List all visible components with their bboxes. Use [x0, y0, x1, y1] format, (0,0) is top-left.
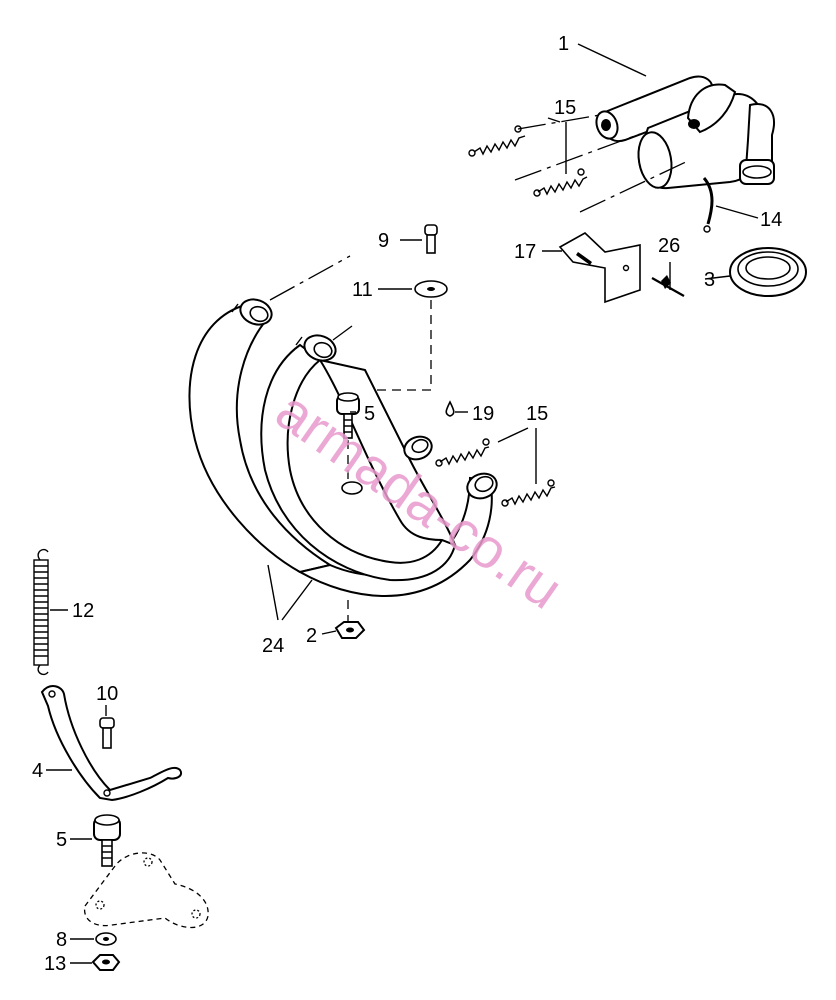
callout-9: 9 [378, 230, 389, 252]
callout-4: 4 [32, 760, 43, 782]
spring-mid-left [435, 438, 490, 467]
spring-upper-left [468, 125, 526, 157]
callout-2: 2 [306, 625, 317, 647]
bolt-part-10 [99, 717, 115, 749]
leader-dashed [517, 114, 601, 130]
assembly-line-dashed [348, 300, 432, 391]
callout-19: 19 [472, 403, 494, 425]
rubber-mount-part-5-lower [93, 814, 121, 867]
muffler-assembly [595, 75, 775, 190]
spring-upper-right [533, 168, 588, 197]
callout-8: 8 [56, 929, 67, 951]
leader-dashed [269, 255, 351, 301]
callout-3: 3 [704, 269, 715, 291]
wire-part-14 [702, 177, 714, 225]
mounting-plate-dashed [83, 852, 209, 929]
callout-5-upper: 5 [364, 403, 375, 425]
callout-17: 17 [514, 241, 536, 263]
callout-12: 12 [72, 600, 94, 622]
bracket-part-17 [558, 232, 641, 304]
strap-bracket-part-4 [40, 685, 182, 802]
callout-26: 26 [658, 235, 680, 257]
nut-part-2 [334, 621, 366, 639]
callout-10: 10 [96, 683, 118, 705]
bolt-part-9 [424, 224, 438, 254]
callout-11: 11 [352, 279, 373, 301]
callout-15-mid: 15 [526, 403, 548, 425]
pin-part-26 [651, 275, 685, 297]
leader-dashed [579, 159, 691, 213]
rubber-mount-part-5-upper [336, 392, 360, 439]
callout-1: 1 [558, 33, 569, 55]
spring-part-12 [33, 548, 49, 676]
callout-13: 13 [44, 953, 66, 975]
leader-lines [46, 43, 759, 964]
callout-24: 24 [262, 635, 284, 657]
callout-14: 14 [760, 209, 782, 231]
leader-dashed [332, 325, 353, 341]
drop-part-19 [445, 400, 455, 417]
washer-part-11 [414, 280, 448, 298]
spring-mid-right [501, 479, 556, 507]
nut-part-13 [91, 954, 121, 971]
callout-15-top: 15 [554, 97, 576, 119]
grommet-part-3 [729, 247, 807, 297]
callout-5-lower: 5 [56, 829, 67, 851]
leader-dashed [514, 133, 641, 181]
washer-part-8 [95, 932, 117, 946]
